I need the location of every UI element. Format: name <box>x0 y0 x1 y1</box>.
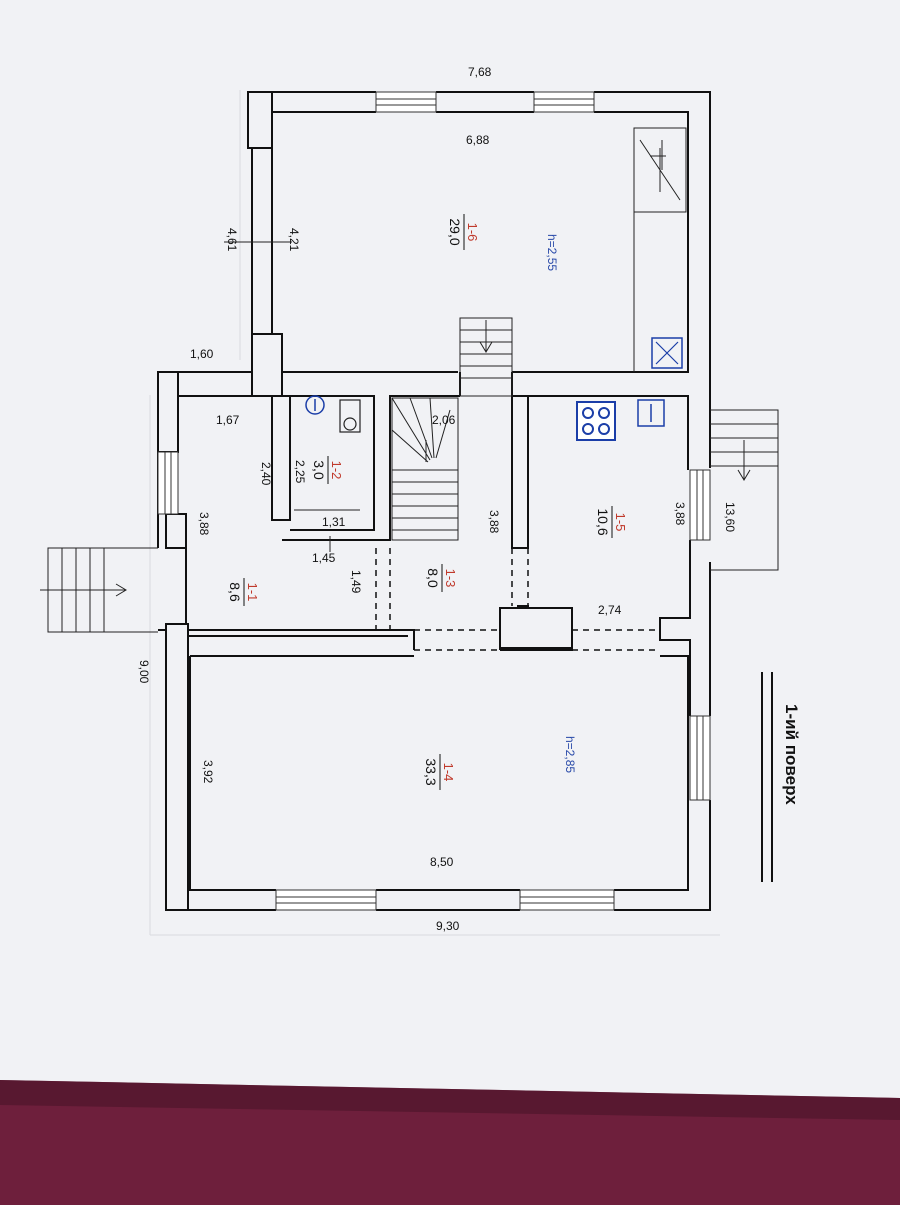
room-1-6: 1-6 29,0 h=2,55 <box>447 214 559 271</box>
floor-title: 1-ий поверх <box>782 704 801 805</box>
dim-top-inner: 6,88 <box>466 133 490 147</box>
paper-guides <box>149 90 720 936</box>
floor-title-group: 1-ий поверх <box>761 672 801 882</box>
dim-top-outer: 7,68 <box>468 65 492 79</box>
room-1-3: 1-3 8,0 2,06 3,88 1,45 1,49 <box>312 413 501 594</box>
gas-meter-icon <box>305 395 325 415</box>
room-id: 1-2 <box>329 461 344 480</box>
room-dim-a: 2,25 <box>293 460 307 484</box>
toilet-icon <box>339 399 361 433</box>
room-area: 33,3 <box>423 758 439 785</box>
room-dim-a: 3,92 <box>201 760 215 784</box>
dim-bottom-inner: 8,50 <box>430 855 454 869</box>
room-area: 10,6 <box>595 508 611 535</box>
room-dim-c: 1,45 <box>312 551 336 565</box>
door-openings <box>375 548 660 651</box>
room-id: 1-6 <box>465 223 480 242</box>
room-dim-a: 1,67 <box>216 413 240 427</box>
right-entrance-steps <box>710 409 779 571</box>
room-height: h=2,55 <box>545 234 559 271</box>
boiler-icon <box>651 337 683 369</box>
attic-stairs <box>633 127 687 372</box>
dimension-lines <box>224 241 360 552</box>
room-dim-b: 2,40 <box>259 462 273 486</box>
room-area: 29,0 <box>447 218 463 245</box>
room-id: 1-1 <box>245 583 260 602</box>
room-height: h=2,85 <box>563 736 577 773</box>
room-dim-b: 1,31 <box>322 515 346 529</box>
room-id: 1-4 <box>441 763 456 782</box>
room-dim-d: 1,49 <box>349 570 363 594</box>
dim-left-upper-inner: 4,21 <box>287 228 301 252</box>
room-1-1: 1-1 8,6 1,67 2,40 3,88 <box>197 413 273 606</box>
windows <box>157 91 711 911</box>
room-dim-a: 3,88 <box>673 502 687 526</box>
dim-bottom-outer: 9,30 <box>436 919 460 933</box>
stove-icon <box>576 401 616 441</box>
paper <box>0 0 900 1098</box>
room-1-4: 1-4 33,3 h=2,85 3,92 <box>201 736 577 790</box>
left-entrance-steps <box>40 547 158 633</box>
room-dim-a: 2,06 <box>432 413 456 427</box>
dim-step-width: 1,60 <box>190 347 214 361</box>
room-dim-c: 3,88 <box>197 512 211 536</box>
upper-stairs <box>459 317 513 397</box>
room-id: 1-3 <box>443 569 458 588</box>
dim-overall-length: 9,00 <box>137 660 151 684</box>
room-id: 1-5 <box>613 513 628 532</box>
wall-segments <box>157 91 573 911</box>
dim-left-upper-outer: 4,61 <box>225 228 239 252</box>
room-area: 8,0 <box>425 568 441 588</box>
interior-stairs <box>391 397 459 541</box>
room-dim-b: 3,88 <box>487 510 501 534</box>
dim-right-length: 13,60 <box>723 502 737 532</box>
room-1-2: 1-2 3,0 2,25 1,31 <box>293 456 346 529</box>
sink-icon <box>637 399 665 427</box>
room-dim-b: 2,74 <box>598 603 622 617</box>
room-area: 8,6 <box>227 582 243 602</box>
room-1-5: 1-5 10,6 3,88 2,74 <box>595 502 687 617</box>
room-area: 3,0 <box>311 460 327 480</box>
